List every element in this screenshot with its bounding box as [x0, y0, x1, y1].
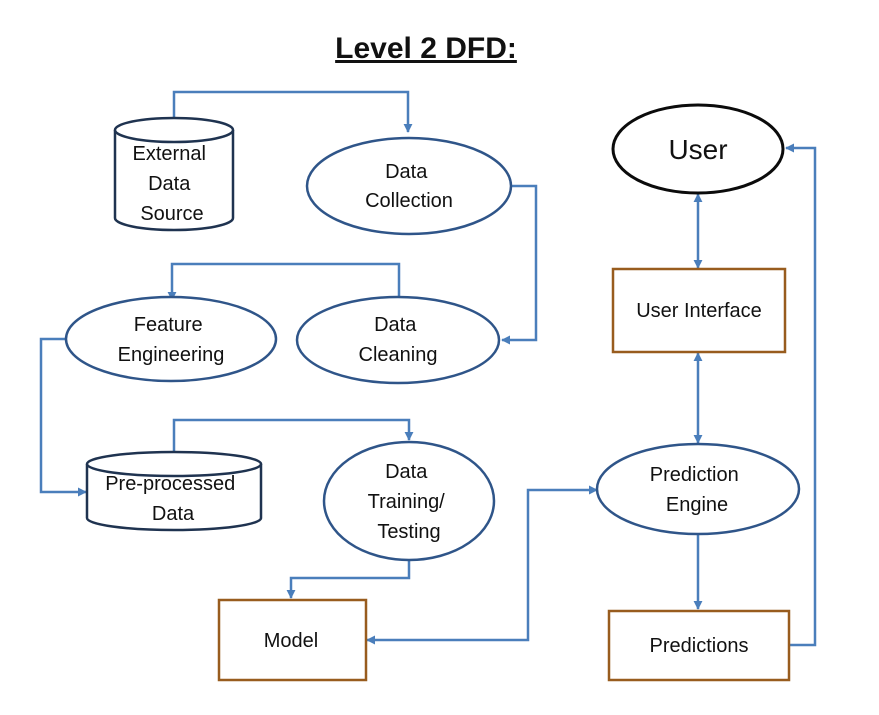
edge-external-to-collection — [172, 90, 413, 133]
edge-preprocessed-to-training — [172, 418, 414, 456]
node-label-line: Feature — [134, 314, 203, 336]
node-data-training-testing: Data Training/ Testing — [322, 440, 496, 562]
node-feature-engineering: Feature Engineering — [64, 295, 278, 383]
connectors — [39, 90, 817, 647]
svg-text:Data Cleaning: Data Cleaning — [359, 314, 438, 366]
svg-text:Pre-processed Data: Pre-processed Data — [105, 473, 241, 525]
svg-text:External Data Sour: External Data Source — [133, 143, 212, 225]
svg-text:User: User — [668, 134, 727, 165]
node-user: User — [611, 103, 785, 195]
node-label-line: Prediction — [650, 464, 739, 486]
node-label-line: Data — [385, 461, 428, 483]
node-label-line: User — [668, 134, 727, 165]
node-model: Model — [217, 598, 368, 682]
edge-engine-model — [366, 485, 598, 645]
node-label-line: Training/ — [368, 491, 446, 513]
node-label-line: Data — [385, 161, 428, 183]
svg-text:Data Collection: Data Collection — [365, 161, 453, 212]
node-label-line: Cleaning — [359, 344, 438, 366]
edge-cleaning-to-feature — [167, 262, 401, 301]
edge-predictions-to-user — [785, 143, 817, 647]
node-data-cleaning: Data Cleaning — [295, 295, 501, 385]
node-user-interface: User Interface — [611, 267, 787, 354]
svg-text:Predictions: Predictions — [650, 635, 749, 657]
node-label-line: Testing — [377, 521, 440, 543]
node-label-line: Predictions — [650, 635, 749, 657]
node-prediction-engine: Prediction Engine — [595, 442, 801, 536]
node-label-line: Collection — [365, 190, 453, 212]
node-label-line: Model — [264, 630, 318, 652]
node-label-line: Engineering — [118, 344, 225, 366]
svg-text:Data Training/ Tes: Data Training/ Testing — [368, 461, 451, 543]
svg-text:Prediction Engine: Prediction Engine — [650, 464, 745, 516]
edge-feature-to-preprocessed — [39, 337, 87, 497]
svg-text:Feature Engineering: Feature Engineering — [118, 314, 225, 366]
node-label-line: User Interface — [636, 300, 762, 322]
edge-collection-to-cleaning — [501, 184, 538, 345]
node-preprocessed-data: Pre-processed Data — [85, 450, 263, 532]
node-data-collection: Data Collection — [305, 136, 513, 236]
node-predictions: Predictions — [607, 609, 791, 682]
node-label-line: External — [133, 143, 206, 165]
node-label-line: Pre-processed — [105, 473, 235, 495]
node-external-data-source: External Data Source — [113, 116, 235, 232]
edge-training-to-model — [286, 560, 411, 599]
svg-text:User Interface: User Interface — [636, 300, 762, 322]
node-label-line: Data — [148, 173, 191, 195]
node-label-line: Engine — [666, 494, 728, 516]
diagram-title: Level 2 DFD: — [335, 32, 517, 65]
node-label-line: Data — [374, 314, 417, 336]
node-label-line: Data — [152, 503, 195, 525]
node-label-line: Source — [140, 203, 203, 225]
svg-text:Model: Model — [264, 630, 318, 652]
